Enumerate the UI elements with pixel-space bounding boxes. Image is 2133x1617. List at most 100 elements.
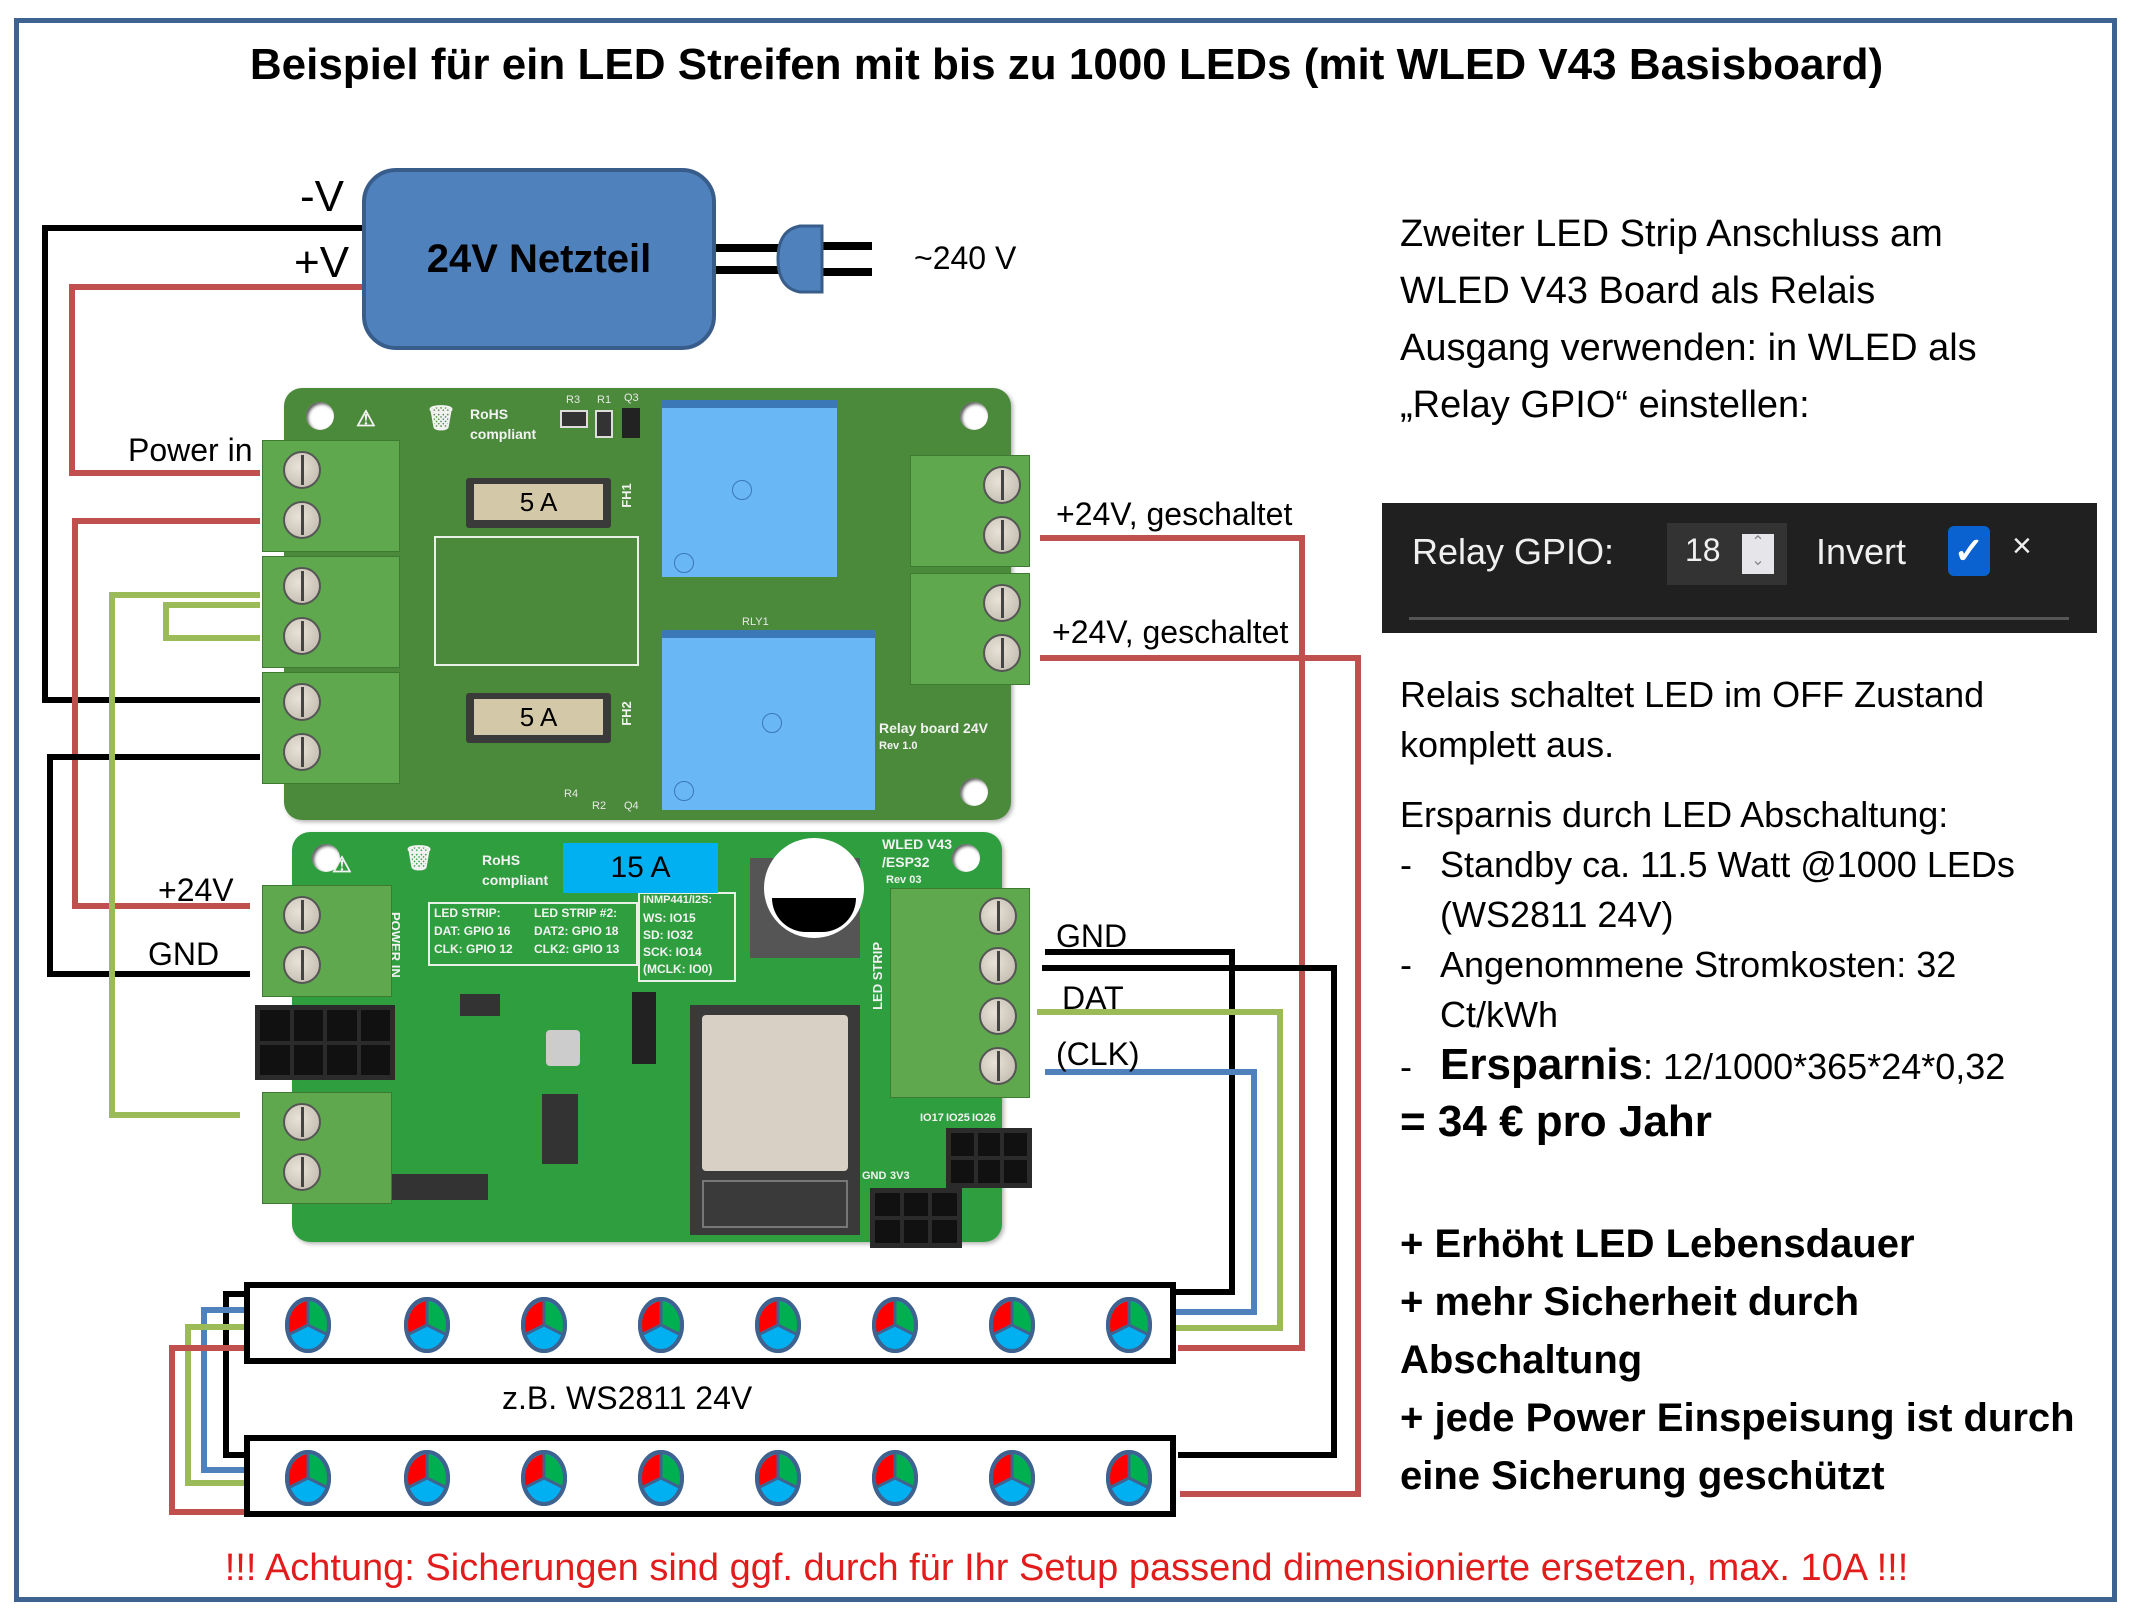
header-io: [946, 1128, 1032, 1188]
header-label: 3V3: [890, 1170, 910, 1182]
mount-hole: [312, 844, 340, 872]
bullet-text: Standby ca. 11.5 Watt @1000 LEDs (WS2811 …: [1440, 840, 2015, 940]
bullet: -Standby ca. 11.5 Watt @1000 LEDs (WS2811…: [1400, 840, 2015, 940]
diode: [460, 994, 500, 1016]
terminal-u1[interactable]: [262, 440, 400, 552]
screw: [979, 997, 1017, 1035]
terminal-u2[interactable]: [262, 556, 400, 668]
savings-heading: Ersparnis durch LED Abschaltung:: [1400, 794, 1949, 835]
header-label: IO26: [972, 1112, 996, 1124]
rgb-led-icon: [755, 1297, 801, 1353]
relay-marker: [762, 713, 782, 733]
screw: [979, 947, 1017, 985]
strip-type-label: z.B. WS2811 24V: [502, 1380, 753, 1416]
weee-bin-icon: 🗑: [426, 405, 457, 432]
pinout-text: CLK2: GPIO 13: [534, 942, 620, 956]
component-ref: R2: [592, 800, 607, 812]
screw: [983, 584, 1021, 622]
screw: [983, 634, 1021, 672]
schematic-silkscreen: [434, 536, 639, 666]
relay-ref: RLY1: [742, 616, 769, 628]
weee-bin-icon: 🗑: [404, 845, 435, 872]
esd-warning-icon: ⚠: [332, 852, 352, 877]
screw: [983, 466, 1021, 504]
bullet-dash: -: [1400, 944, 1412, 985]
pinout-text: LED STRIP:: [434, 906, 501, 920]
rgb-led-icon: [521, 1450, 567, 1506]
bullet-line: (WS2811 24V): [1440, 894, 1674, 935]
relay-output-2-label: +24V, geschaltet: [1052, 614, 1289, 650]
bullet-line: Ct/kWh: [1440, 994, 1559, 1035]
ir-header: [632, 992, 656, 1064]
led-strip-1: [244, 1282, 1176, 1364]
terminal-power-in[interactable]: [262, 885, 392, 997]
pinout-text: LED STRIP #2:: [534, 906, 618, 920]
screw: [979, 1047, 1017, 1085]
relay-board-rev: Rev 1.0: [879, 740, 918, 752]
screw: [283, 896, 321, 934]
screw: [283, 501, 321, 539]
terminal-u4[interactable]: [910, 573, 1030, 685]
screw: [283, 1103, 321, 1141]
savings-formula: : 12/1000*365*24*0,32: [1642, 1046, 2006, 1087]
invert-label: Invert: [1816, 531, 1907, 572]
mount-hole: [960, 402, 988, 430]
page-title: Beispiel für ein LED Streifen mit bis zu…: [249, 40, 1884, 89]
benefits-list: + Erhöht LED Lebensdauer + mehr Sicherhe…: [1400, 1215, 2075, 1505]
out-clk-label: (CLK): [1056, 1036, 1140, 1072]
resistor: [560, 410, 588, 428]
mount-hole: [306, 402, 334, 430]
esp32-shield: [702, 1015, 848, 1171]
rgb-led-icon: [404, 1297, 450, 1353]
terminal-u3[interactable]: [262, 672, 400, 784]
wled-board-rev: Rev 03: [886, 874, 922, 886]
intro-line: Zweiter LED Strip Anschluss am: [1400, 213, 1943, 255]
bullet: -Angenommene Stromkosten: 32 Ct/kWh: [1400, 940, 2015, 1040]
component-ref: R3: [566, 394, 581, 406]
electrolytic-capacitor: [764, 838, 864, 938]
pinout-text: DAT: GPIO 16: [434, 924, 511, 938]
bullet-line: Angenommene Stromkosten: 32: [1440, 944, 1957, 985]
relay-marker: [674, 781, 694, 801]
transistor: [622, 408, 640, 438]
esp32-module: [690, 1005, 860, 1235]
fuse-ref: FH2: [618, 701, 634, 726]
fuse-ref: FH1: [618, 483, 634, 508]
bullet: -Ersparnis: 12/1000*365*24*0,32: [1400, 1040, 2015, 1092]
relay-gpio-settings: Relay GPIO: 18 ⌃⌄ Invert ✓ ×: [1382, 503, 2097, 633]
relay-2: [662, 630, 875, 810]
i2s-text: SD: IO32: [643, 928, 694, 942]
bullet-line: Standby ca. 11.5 Watt @1000 LEDs: [1440, 844, 2015, 885]
intro-text: Zweiter LED Strip Anschluss am WLED V43 …: [1400, 206, 1977, 434]
savings-section: Ersparnis durch LED Abschaltung: -Standb…: [1400, 790, 2015, 1152]
header-label: GND: [862, 1170, 887, 1182]
rgb-led-icon: [285, 1297, 331, 1353]
invert-checkbox[interactable]: ✓: [1948, 526, 1990, 576]
mains-voltage-label: ~240 V: [914, 240, 1017, 276]
relay-board-name: Relay board 24V: [879, 720, 988, 736]
spinner-icon[interactable]: ⌃⌄: [1742, 534, 1774, 574]
header-label: IO25: [946, 1112, 970, 1124]
terminal-aux[interactable]: [262, 1092, 392, 1204]
bullet-dash: -: [1400, 844, 1412, 885]
relay-1: [662, 400, 837, 577]
screw: [283, 567, 321, 605]
pinout-text: DAT2: GPIO 18: [534, 924, 619, 938]
benefit-line: Abschaltung: [1400, 1338, 1643, 1382]
resistor: [595, 410, 613, 438]
divider: [1409, 617, 2069, 620]
rgb-led-icon: [989, 1297, 1035, 1353]
rgb-led-icon: [285, 1450, 331, 1506]
close-icon[interactable]: ×: [2012, 527, 2032, 565]
terminal-u6[interactable]: [910, 455, 1030, 567]
esd-warning-icon: ⚠: [356, 406, 376, 431]
savings-result: = 34 € pro Jahr: [1400, 1097, 1712, 1146]
inductor: [546, 1030, 580, 1066]
relay-gpio-input[interactable]: 18 ⌃⌄: [1667, 523, 1787, 585]
component-ref: Q4: [624, 800, 639, 812]
terminal-led-strip[interactable]: [890, 888, 1030, 1098]
screw: [283, 1153, 321, 1191]
fuse-fh1: 5 A: [466, 478, 611, 528]
off-text-line: Relais schaltet LED im OFF Zustand: [1400, 674, 1985, 715]
intro-line: Ausgang verwenden: in WLED als: [1400, 327, 1977, 369]
